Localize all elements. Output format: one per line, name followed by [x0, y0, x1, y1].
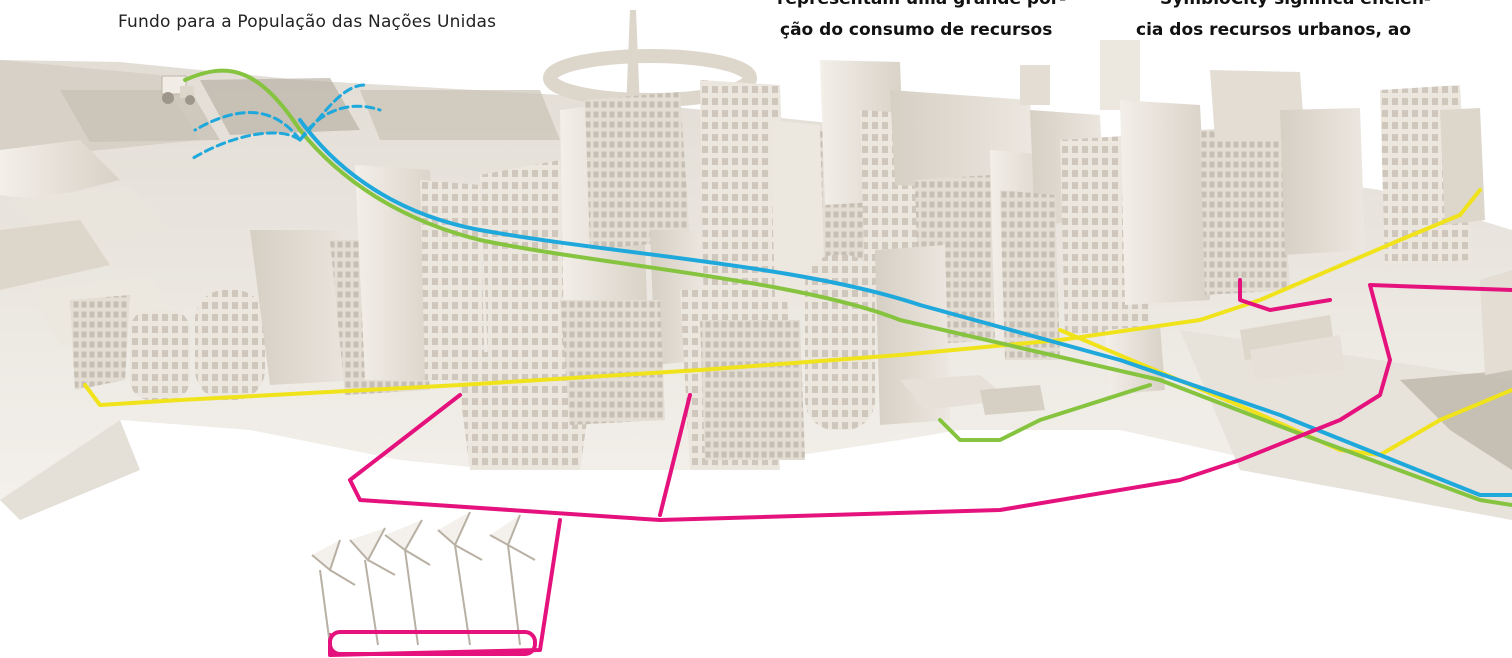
- wind-turbine-icon: [311, 539, 356, 646]
- sprinkler-icon: [188, 83, 382, 162]
- blue-line: [298, 118, 1512, 497]
- yellow-line: [83, 188, 1512, 457]
- turbine-base: [328, 630, 537, 656]
- caption-text: Fundo para a População das Nações Unidas: [118, 12, 497, 32]
- wind-turbine-icon: [437, 511, 483, 646]
- pink-line: [328, 278, 1512, 657]
- tractor-icon: [161, 75, 195, 105]
- text-column-left-line-1: representam uma grande por-: [777, 0, 1066, 9]
- green-line: [183, 68, 1512, 507]
- utility-lines: [83, 68, 1512, 657]
- wind-turbine-icon: [489, 514, 536, 646]
- wind-turbine-icons: [311, 511, 537, 656]
- wind-turbine-icon: [349, 527, 396, 646]
- text-column-left-line-2: ção do consumo de recursos: [780, 20, 1053, 40]
- left-district: [0, 140, 485, 400]
- text-column-right-line-1: SymbioCity significa eficiên-: [1160, 0, 1431, 9]
- foreground-district: [455, 190, 1345, 470]
- text-column-right-line-2: cia dos recursos urbanos, ao: [1136, 20, 1412, 40]
- wind-turbine-icon: [384, 519, 431, 646]
